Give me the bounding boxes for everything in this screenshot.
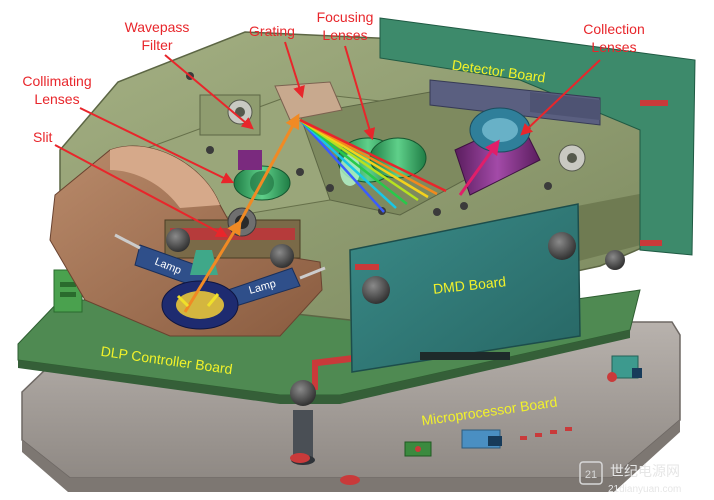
- label-dmd-board: DMD Board: [432, 273, 506, 297]
- light-path: [176, 113, 500, 313]
- label-focusing-lenses-1: Focusing: [317, 9, 374, 25]
- watermark-url: 21dianyuan.com: [608, 484, 681, 495]
- microprocessor-components: [404, 355, 642, 457]
- label-wavepass-filter-1: Wavepass: [125, 19, 190, 35]
- label-collection-lenses-1: Collection: [583, 21, 644, 37]
- label-wavepass-filter-2: Filter: [141, 37, 172, 53]
- dmd-board-panel: [349, 203, 581, 373]
- callout-arrows: [54, 41, 601, 238]
- watermark-glyph: 21: [585, 469, 597, 481]
- label-collection-lenses-2: Lenses: [591, 39, 636, 55]
- lamp-assemblies: [114, 233, 326, 330]
- detector-board-panel: [379, 17, 696, 256]
- label-focusing-lenses-2: Lenses: [322, 27, 367, 43]
- front-bolts: [290, 250, 625, 406]
- label-grating: Grating: [249, 23, 295, 39]
- watermark-name: 世纪电源网: [610, 463, 680, 479]
- grating-block: [274, 81, 343, 121]
- label-slit: Slit: [33, 129, 53, 145]
- spectrum-rays: [299, 118, 447, 213]
- label-collimating-lenses-2: Lenses: [34, 91, 79, 107]
- label-collimating-lenses-1: Collimating: [22, 73, 91, 89]
- watermark: 21 世纪电源网 21dianyuan.com: [579, 461, 681, 495]
